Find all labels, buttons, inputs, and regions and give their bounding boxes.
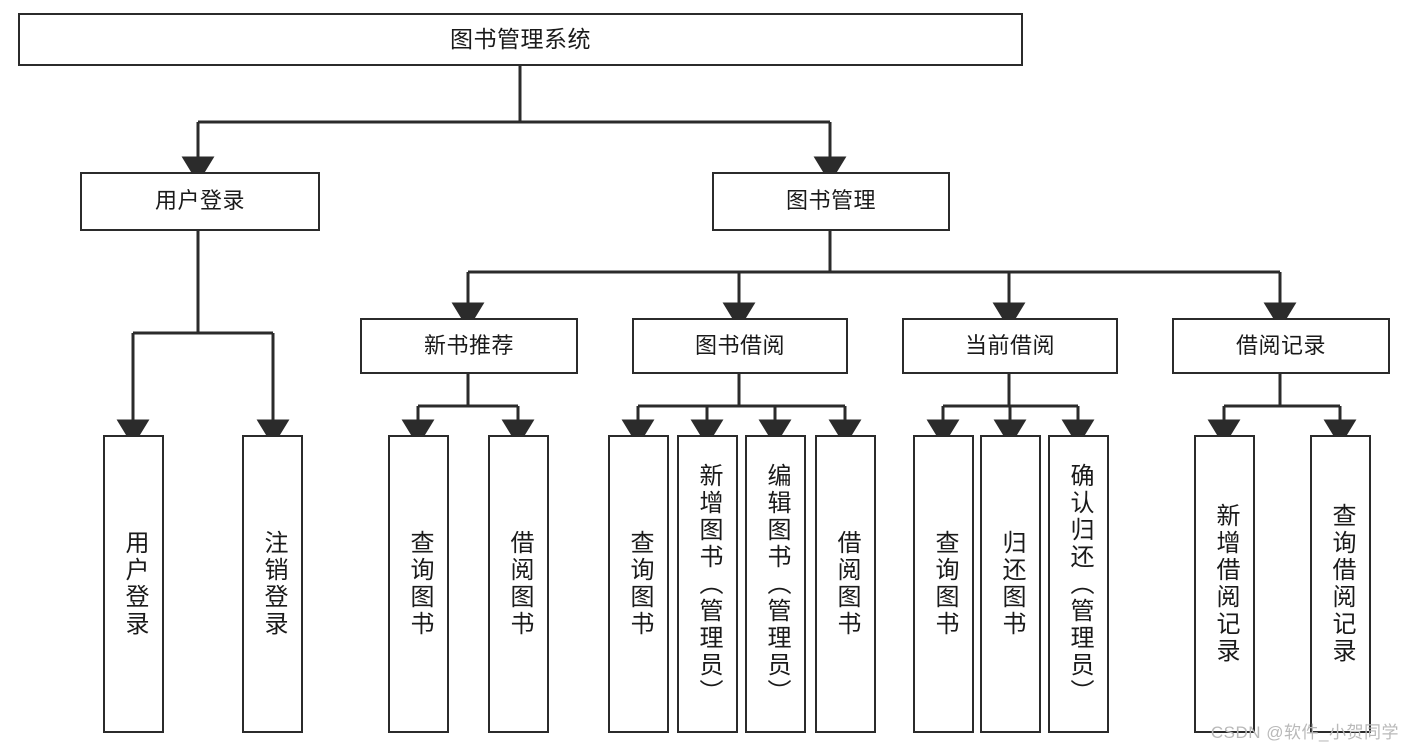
node-label: 新增图书（管理员） [694, 462, 722, 706]
leaf-add-borrow-record[interactable]: 新增借阅记录 [1194, 435, 1255, 733]
node-label: 当前借阅 [964, 332, 1055, 358]
leaf-return-book[interactable]: 归还图书 [980, 435, 1041, 733]
node-new-book-rec[interactable]: 新书推荐 [360, 318, 578, 374]
node-label: 借阅记录 [1235, 332, 1326, 358]
leaf-query-borrow-record[interactable]: 查询借阅记录 [1310, 435, 1371, 733]
node-label: 确认归还（管理员） [1065, 462, 1093, 706]
leaf-confirm-return-admin[interactable]: 确认归还（管理员） [1048, 435, 1109, 733]
node-label: 用户登录 [154, 188, 245, 214]
node-label: 图书管理 [785, 188, 876, 214]
node-label: 借阅图书 [832, 530, 860, 638]
node-label: 注销登录 [259, 530, 287, 638]
node-book-borrow[interactable]: 图书借阅 [632, 318, 848, 374]
leaf-add-book-admin[interactable]: 新增图书（管理员） [677, 435, 738, 733]
node-current-borrow[interactable]: 当前借阅 [902, 318, 1118, 374]
node-label: 借阅图书 [505, 530, 533, 638]
leaf-edit-book-admin[interactable]: 编辑图书（管理员） [745, 435, 806, 733]
leaf-query-book-borrow[interactable]: 查询图书 [608, 435, 669, 733]
node-label: 查询图书 [405, 530, 433, 638]
node-label: 新增借阅记录 [1211, 503, 1239, 665]
node-label: 查询图书 [625, 530, 653, 638]
node-book-manage[interactable]: 图书管理 [712, 172, 950, 231]
leaf-borrow-book-borrow[interactable]: 借阅图书 [815, 435, 876, 733]
csdn-watermark: CSDN @软件_小贺同学 [1210, 723, 1399, 742]
node-label: 编辑图书（管理员） [762, 462, 790, 706]
node-label: 新书推荐 [423, 332, 514, 358]
node-label: 归还图书 [997, 530, 1025, 638]
node-borrow-record[interactable]: 借阅记录 [1172, 318, 1390, 374]
leaf-query-book-new-rec[interactable]: 查询图书 [388, 435, 449, 733]
leaf-borrow-book-new-rec[interactable]: 借阅图书 [488, 435, 549, 733]
node-label: 查询图书 [930, 530, 958, 638]
node-label: 图书借阅 [694, 332, 785, 358]
leaf-logout-login[interactable]: 注销登录 [242, 435, 303, 733]
node-label: 用户登录 [120, 530, 148, 638]
leaf-query-book-current[interactable]: 查询图书 [913, 435, 974, 733]
node-root-system[interactable]: 图书管理系统 [18, 13, 1023, 66]
leaf-user-login[interactable]: 用户登录 [103, 435, 164, 733]
node-user-login[interactable]: 用户登录 [80, 172, 320, 231]
node-label: 图书管理系统 [450, 25, 591, 52]
node-label: 查询借阅记录 [1327, 503, 1355, 665]
